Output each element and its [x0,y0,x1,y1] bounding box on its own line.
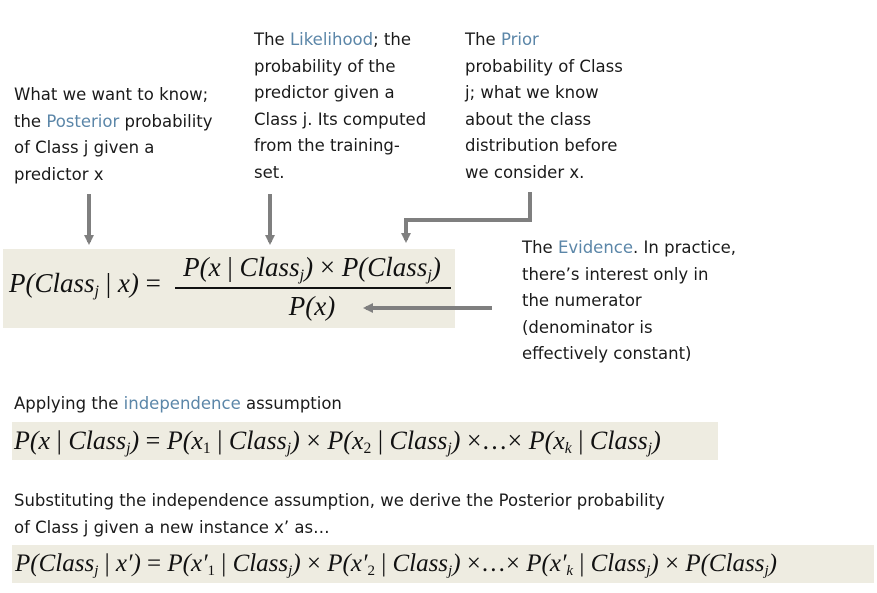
annotation-line: the Posterior probability [14,111,213,131]
annotation-line: The Likelihood; the [254,30,412,49]
annotation-line: set. [254,162,285,182]
annotation-line: of Class j given a [14,138,155,157]
annotation-line: from the training- [254,136,400,155]
annotation-line: Class j. Its computed [254,109,427,129]
evidence-annotation: The Evidence. In practice, there’s intere… [522,235,736,368]
highlight-term: Likelihood [289,30,374,49]
annotation-line: distribution before [465,136,618,155]
annotation-line: Substituting the independence assumption… [14,491,665,510]
prior-annotation: The Prior probability of Class j; what we … [465,27,623,186]
highlight-term: independence [123,394,241,413]
annotation-line: What we want to know; [14,85,209,104]
annotation-line: j; what we know [465,83,599,102]
fraction-bar [175,287,451,289]
bayes-denominator: P(x) [288,291,336,321]
annotation-line: there’s interest only in [522,264,709,284]
highlight-term: Prior [500,30,539,49]
annotation-line: predictor x [14,164,104,184]
applying-annotation: Applying the independence assumption [14,391,342,418]
prior-arrow [401,192,532,243]
annotation-line: Applying the independence assumption [14,394,342,413]
posterior-annotation: What we want to know; the Posterior proba… [14,82,213,188]
annotation-line: probability of the [254,56,396,76]
highlight-term: Evidence [557,238,634,257]
annotation-line: (denominator is [522,317,653,337]
highlight-term: Posterior [46,111,120,131]
annotation-line: of Class j given a new instance x’ as… [14,517,330,537]
annotation-line: The Evidence. In practice, [522,238,737,257]
bayes-numerator: P(x | Classj) × P(Classj) [183,252,441,285]
annotation-line: probability of Class [465,56,623,76]
annotation-line: about the class [465,109,592,129]
substituting-annotation: Substituting the independence assumption… [14,488,665,541]
annotation-line: The Prior [465,30,539,49]
bayes-equation: P(Classj | x) = P(x | Classj) × P(Classj… [3,249,455,328]
bayes-lhs: P(Classj | x) = [9,268,161,301]
annotation-line: we consider x. [465,162,585,182]
posterior-new-equation: P(Classj | x′) = P(x′1 | Classj) × P(x′2… [12,545,874,583]
annotation-line: effectively constant) [522,344,692,363]
annotation-line: the numerator [522,291,642,310]
annotation-line: predictor given a [254,83,395,102]
likelihood-annotation: The Likelihood; the probability of the pre… [254,27,426,186]
independence-equation: P(x | Classj) = P(x1 | Classj) × P(x2 | … [12,422,718,460]
